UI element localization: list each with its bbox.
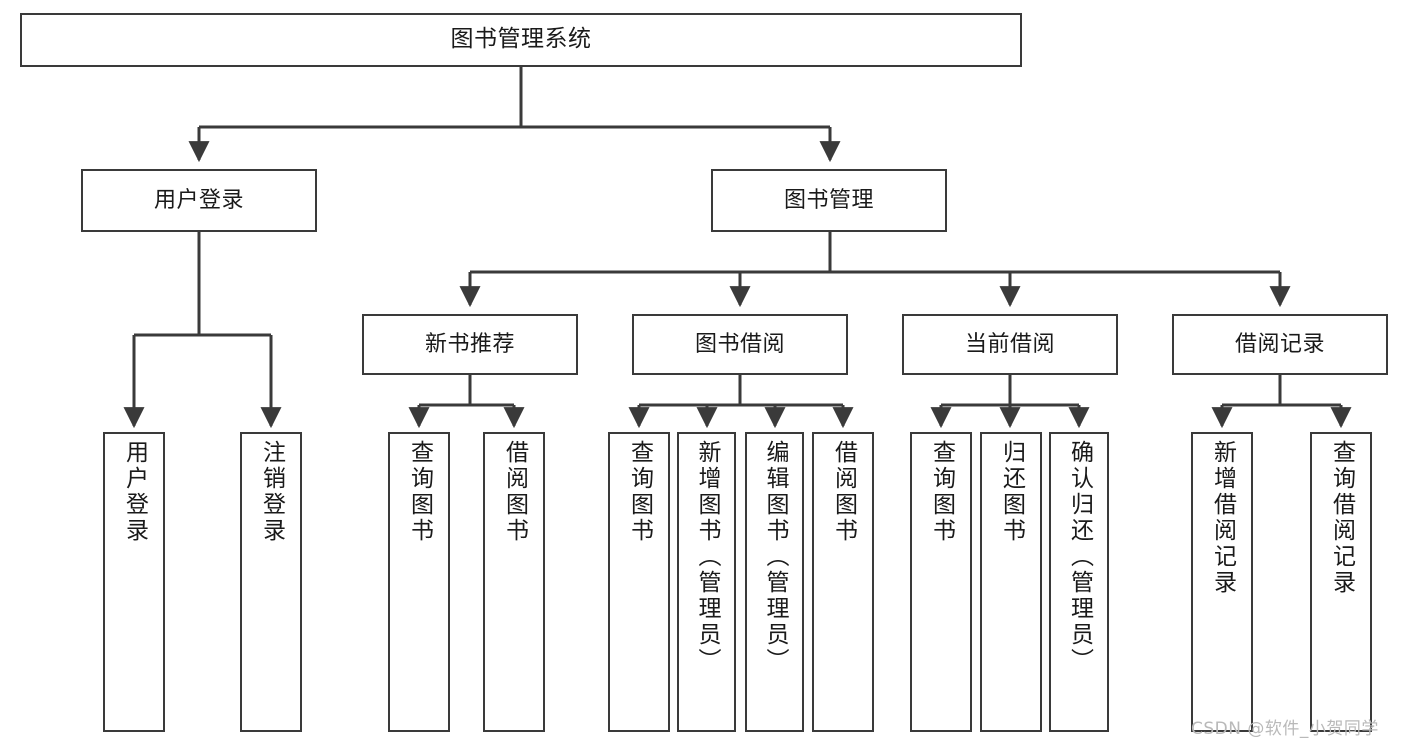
- leaf-confirm-return-label: 确认归还（管理员）: [1066, 440, 1093, 674]
- leaf-query-book-2[interactable]: 查询图书: [608, 432, 670, 732]
- leaf-add-record[interactable]: 新增借阅记录: [1191, 432, 1253, 732]
- leaf-user-login[interactable]: 用户登录: [103, 432, 165, 732]
- node-root-label: 图书管理系统: [450, 26, 592, 53]
- leaf-query-book-2-label: 查询图书: [626, 440, 653, 544]
- leaf-return-book[interactable]: 归还图书: [980, 432, 1042, 732]
- leaf-logout-label: 注销登录: [258, 440, 285, 544]
- leaf-user-login-label: 用户登录: [121, 440, 148, 544]
- leaf-return-book-label: 归还图书: [998, 440, 1025, 544]
- node-new-book-recommend-label: 新书推荐: [424, 331, 515, 357]
- node-new-book-recommend[interactable]: 新书推荐: [362, 314, 578, 375]
- leaf-query-book-1[interactable]: 查询图书: [388, 432, 450, 732]
- node-user-login-label: 用户登录: [153, 187, 244, 213]
- leaf-borrow-book-1[interactable]: 借阅图书: [483, 432, 545, 732]
- leaf-borrow-book-2[interactable]: 借阅图书: [812, 432, 874, 732]
- leaf-query-record-label: 查询借阅记录: [1328, 440, 1355, 596]
- node-borrow-record[interactable]: 借阅记录: [1172, 314, 1388, 375]
- node-root[interactable]: 图书管理系统: [20, 13, 1022, 67]
- leaf-add-book-label: 新增图书（管理员）: [694, 440, 720, 674]
- node-book-manage[interactable]: 图书管理: [711, 169, 947, 232]
- leaf-edit-book-label: 编辑图书（管理员）: [762, 440, 788, 674]
- leaf-logout[interactable]: 注销登录: [240, 432, 302, 732]
- node-current-borrow[interactable]: 当前借阅: [902, 314, 1118, 375]
- watermark: CSDN @软件_小贺同学: [1191, 719, 1379, 739]
- leaf-query-record[interactable]: 查询借阅记录: [1310, 432, 1372, 732]
- leaf-confirm-return[interactable]: 确认归还（管理员）: [1049, 432, 1109, 732]
- node-borrow-record-label: 借阅记录: [1234, 331, 1325, 357]
- node-book-borrow-label: 图书借阅: [694, 331, 785, 357]
- leaf-borrow-book-1-label: 借阅图书: [501, 440, 528, 544]
- node-user-login[interactable]: 用户登录: [81, 169, 317, 232]
- node-book-manage-label: 图书管理: [783, 187, 874, 213]
- leaf-edit-book[interactable]: 编辑图书（管理员）: [745, 432, 804, 732]
- leaf-query-book-3-label: 查询图书: [928, 440, 955, 544]
- leaf-query-book-1-label: 查询图书: [406, 440, 433, 544]
- leaf-add-book[interactable]: 新增图书（管理员）: [677, 432, 736, 732]
- leaf-borrow-book-2-label: 借阅图书: [830, 440, 857, 544]
- node-book-borrow[interactable]: 图书借阅: [632, 314, 848, 375]
- leaf-query-book-3[interactable]: 查询图书: [910, 432, 972, 732]
- node-current-borrow-label: 当前借阅: [964, 331, 1055, 357]
- leaf-add-record-label: 新增借阅记录: [1209, 440, 1236, 596]
